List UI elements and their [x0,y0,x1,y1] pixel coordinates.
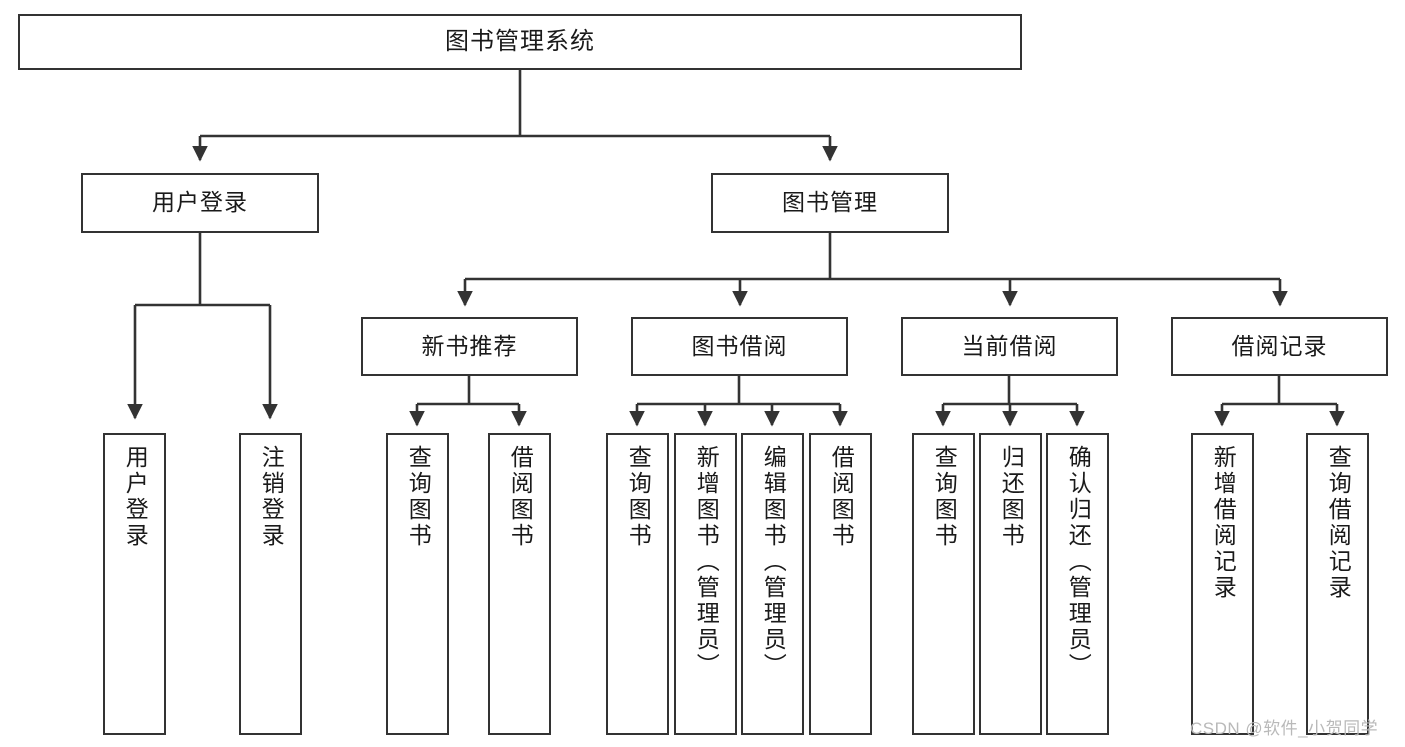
node-leaf-query-record[interactable]: 查询借阅记录 [1306,433,1369,735]
watermark-text: CSDN @软件_小贺同学 [1190,719,1379,738]
node-leaf-confirm-return-label: 确认归还（管理员） [1065,445,1092,679]
node-leaf-query-record-label: 查询借阅记录 [1325,445,1352,601]
node-book-manage-label: 图书管理 [782,189,878,216]
node-leaf-logout-label: 注销登录 [258,445,285,549]
node-leaf-user-login-label: 用户登录 [122,445,149,549]
node-leaf-add-record[interactable]: 新增借阅记录 [1191,433,1254,735]
node-borrow-record-label: 借阅记录 [1231,332,1328,359]
node-leaf-edit-book-label: 编辑图书（管理员） [760,445,787,679]
node-leaf-query-book-2[interactable]: 查询图书 [606,433,669,735]
node-leaf-borrow-book-1[interactable]: 借阅图书 [488,433,551,735]
node-leaf-borrow-book-1-label: 借阅图书 [507,445,534,549]
node-leaf-add-book-label: 新增图书（管理员） [693,445,720,679]
node-leaf-query-book-1[interactable]: 查询图书 [386,433,449,735]
node-leaf-borrow-book-2-label: 借阅图书 [828,445,855,549]
node-leaf-user-login[interactable]: 用户登录 [103,433,166,735]
node-leaf-logout[interactable]: 注销登录 [239,433,302,735]
node-new-book-recommend-label: 新书推荐 [421,332,518,359]
node-leaf-edit-book[interactable]: 编辑图书（管理员） [741,433,804,735]
node-leaf-query-book-1-label: 查询图书 [405,445,432,549]
node-leaf-confirm-return[interactable]: 确认归还（管理员） [1046,433,1109,735]
node-user-login[interactable]: 用户登录 [81,173,319,233]
node-current-borrow-label: 当前借阅 [961,332,1058,359]
node-leaf-return-book-label: 归还图书 [998,445,1025,549]
node-leaf-query-book-3-label: 查询图书 [931,445,958,549]
node-leaf-query-book-2-label: 查询图书 [625,445,652,549]
node-user-login-label: 用户登录 [152,189,248,216]
node-borrow-record[interactable]: 借阅记录 [1171,317,1388,376]
node-leaf-return-book[interactable]: 归还图书 [979,433,1042,735]
node-book-manage[interactable]: 图书管理 [711,173,949,233]
node-leaf-add-book[interactable]: 新增图书（管理员） [674,433,737,735]
node-book-borrow[interactable]: 图书借阅 [631,317,848,376]
node-root[interactable]: 图书管理系统 [18,14,1022,70]
node-current-borrow[interactable]: 当前借阅 [901,317,1118,376]
node-leaf-borrow-book-2[interactable]: 借阅图书 [809,433,872,735]
node-leaf-query-book-3[interactable]: 查询图书 [912,433,975,735]
node-new-book-recommend[interactable]: 新书推荐 [361,317,578,376]
node-leaf-add-record-label: 新增借阅记录 [1210,445,1237,601]
node-root-label: 图书管理系统 [445,27,595,55]
node-book-borrow-label: 图书借阅 [691,332,788,359]
